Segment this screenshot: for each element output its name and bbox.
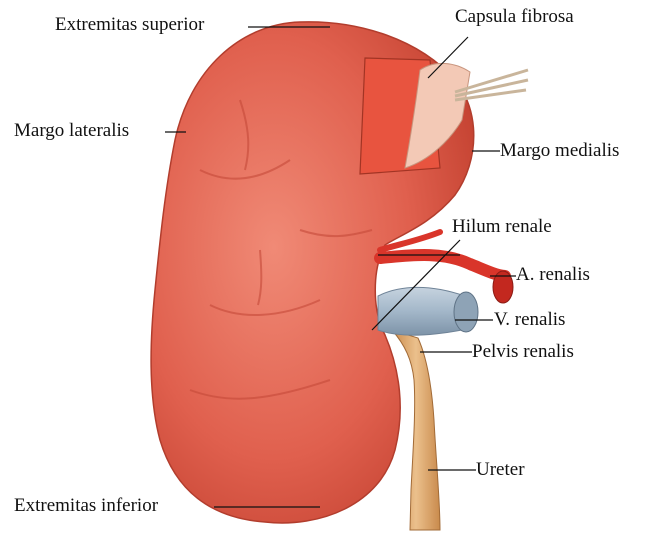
label-a-renalis: A. renalis bbox=[516, 264, 590, 286]
label-capsula-fibrosa: Capsula fibrosa bbox=[455, 6, 574, 28]
label-v-renalis: V. renalis bbox=[494, 309, 565, 331]
label-pelvis-renalis: Pelvis renalis bbox=[472, 341, 574, 363]
label-extremitas-superior: Extremitas superior bbox=[55, 14, 204, 36]
label-ureter: Ureter bbox=[476, 459, 525, 481]
label-margo-medialis: Margo medialis bbox=[500, 140, 619, 162]
label-extremitas-inferior: Extremitas inferior bbox=[14, 495, 158, 517]
label-hilum-renale: Hilum renale bbox=[452, 216, 552, 238]
label-margo-lateralis: Margo lateralis bbox=[14, 120, 129, 142]
